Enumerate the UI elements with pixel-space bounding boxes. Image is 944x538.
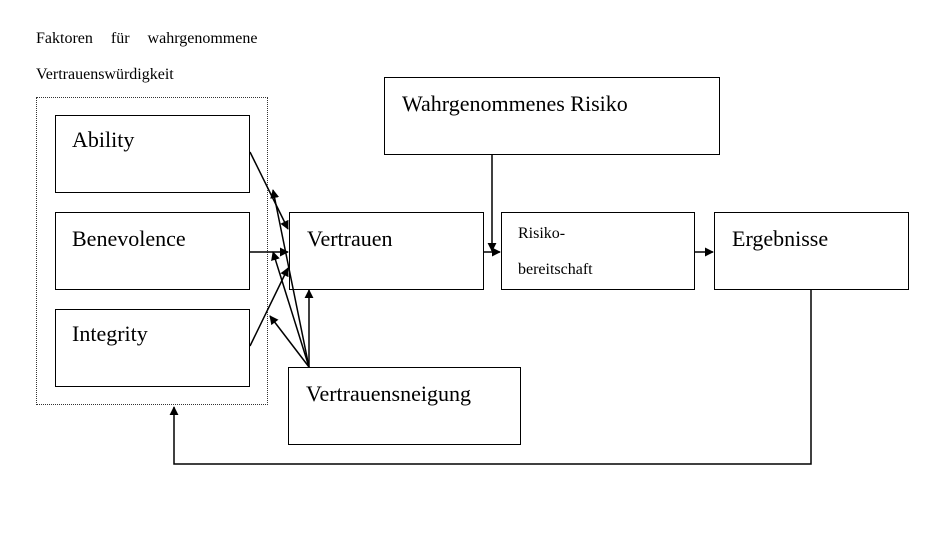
integrity-label: Integrity <box>72 321 148 346</box>
arrow-ability-to-trust <box>249 151 289 230</box>
propensity-box: Vertrauensneigung <box>288 367 521 445</box>
trust-box: Vertrauen <box>289 212 484 290</box>
ability-label: Ability <box>72 127 135 152</box>
propensity-label: Vertrauensneigung <box>306 381 471 406</box>
group-title-line-1: Faktoren für wahrgenommene <box>36 30 258 47</box>
risk-taking-box: Risiko- bereitschaft <box>501 212 695 290</box>
outcomes-box: Ergebnisse <box>714 212 909 290</box>
trust-label: Vertrauen <box>307 226 393 251</box>
integrity-box: Integrity <box>55 309 250 387</box>
risk-taking-label-line-2: bereitschaft <box>518 261 593 278</box>
arrow-propensity-to-ability-link <box>270 189 310 368</box>
benevolence-label: Benevolence <box>72 226 186 251</box>
feedback-arrow-outcomes-to-factors <box>169 290 812 465</box>
arrow-propensity-to-integrity-link <box>269 315 310 368</box>
risk-taking-label-line-1: Risiko- <box>518 225 566 242</box>
perceived-risk-box: Wahrgenommenes Risiko <box>384 77 720 155</box>
group-title-line-2: Vertrauenswürdigkeit <box>36 66 174 83</box>
perceived-risk-label: Wahrgenommenes Risiko <box>402 91 628 116</box>
trustworthiness-factors-frame <box>36 97 268 405</box>
outcomes-label: Ergebnisse <box>732 226 829 251</box>
ability-box: Ability <box>55 115 250 193</box>
benevolence-box: Benevolence <box>55 212 250 290</box>
arrow-propensity-to-benevolence-link <box>271 251 310 368</box>
